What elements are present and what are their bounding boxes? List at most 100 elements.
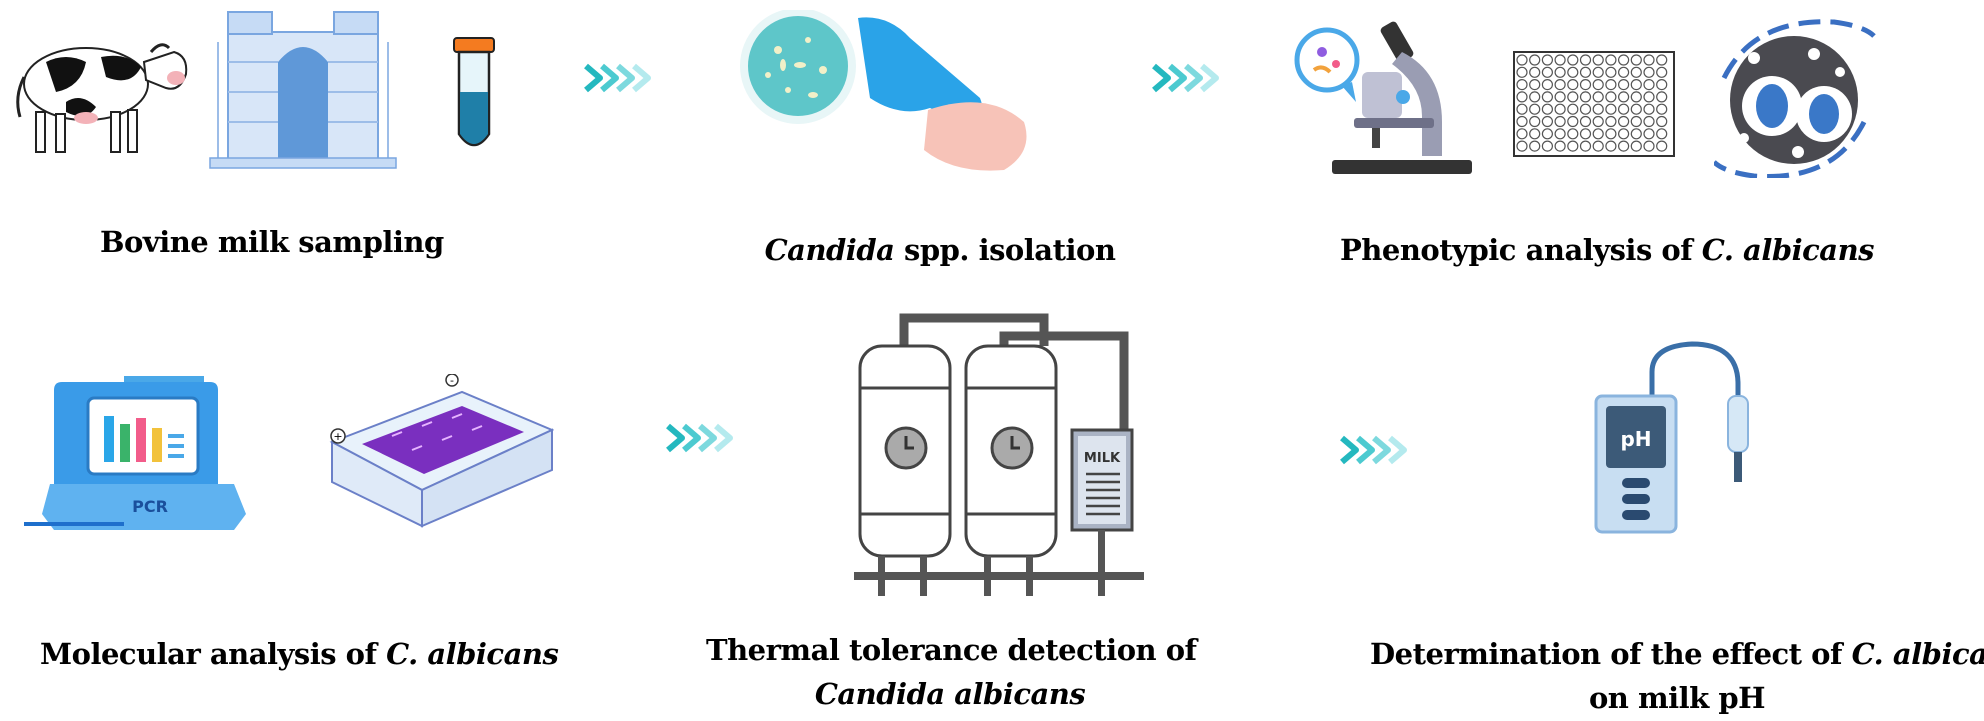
well	[1656, 140, 1668, 152]
well	[1617, 54, 1630, 66]
well	[1617, 115, 1630, 128]
well	[1567, 66, 1579, 78]
well	[1617, 128, 1630, 140]
well	[1567, 103, 1579, 115]
well	[1643, 54, 1655, 66]
well	[1630, 78, 1642, 91]
ph-display-label: pH	[1620, 427, 1651, 451]
well	[1516, 91, 1528, 103]
well	[1592, 78, 1604, 91]
arrow-chevrons-icon	[666, 423, 733, 453]
well	[1592, 115, 1604, 128]
test-tube-icon	[453, 37, 495, 147]
well	[1516, 128, 1528, 140]
well	[1529, 115, 1541, 128]
well	[1643, 78, 1655, 91]
well	[1592, 66, 1604, 78]
well	[1541, 103, 1554, 115]
well	[1554, 128, 1566, 140]
cow-icon	[16, 43, 188, 153]
italic-term: Candida	[764, 233, 895, 267]
gel-electrophoresis-icon: + -	[329, 374, 554, 528]
step-caption-molecular-analysis: Molecular analysis of C. albicans	[40, 637, 559, 671]
well	[1592, 91, 1604, 103]
well	[1579, 128, 1592, 140]
well	[1592, 140, 1604, 152]
well	[1567, 91, 1579, 103]
well	[1643, 115, 1655, 128]
well	[1554, 103, 1566, 115]
well	[1605, 66, 1617, 78]
milk-pasteurizer-tanks-icon: MILK	[854, 313, 1144, 596]
well	[1592, 128, 1604, 140]
well	[1541, 66, 1554, 78]
well	[1630, 66, 1642, 78]
well	[1541, 54, 1554, 66]
well	[1579, 115, 1592, 128]
well	[1529, 140, 1541, 152]
well	[1579, 54, 1592, 66]
step-caption-candida-isolation: Candida spp. isolation	[764, 233, 1116, 267]
well	[1516, 140, 1528, 152]
well	[1592, 54, 1604, 66]
well	[1630, 140, 1642, 152]
well	[1656, 54, 1668, 66]
well	[1643, 128, 1655, 140]
well	[1579, 78, 1592, 91]
petri-dish-hand-icon	[740, 10, 1027, 171]
well	[1605, 103, 1617, 115]
well	[1541, 128, 1554, 140]
microscope-icon	[1294, 21, 1472, 174]
well	[1630, 115, 1642, 128]
svg-text:-: -	[450, 374, 454, 387]
well	[1529, 128, 1541, 140]
well	[1656, 115, 1668, 128]
well	[1579, 140, 1592, 152]
well	[1516, 115, 1528, 128]
well	[1630, 54, 1642, 66]
well	[1656, 66, 1668, 78]
pcr-machine-icon: PCR	[24, 376, 246, 530]
well	[1529, 66, 1541, 78]
well	[1529, 78, 1541, 91]
well	[1605, 54, 1617, 66]
well	[1643, 91, 1655, 103]
well	[1554, 78, 1566, 91]
arrow-chevrons-icon	[584, 63, 651, 93]
well	[1656, 78, 1668, 91]
well	[1541, 78, 1554, 91]
well	[1567, 128, 1579, 140]
ph-meter-icon: pH	[1594, 341, 1749, 534]
well	[1579, 103, 1592, 115]
arrow-chevrons-icon	[1340, 435, 1407, 465]
well	[1630, 103, 1642, 115]
candida-cell-icon	[1714, 19, 1876, 178]
well-plate-icon	[1513, 51, 1675, 157]
well	[1605, 140, 1617, 152]
well	[1617, 66, 1630, 78]
pcr-label: PCR	[132, 497, 168, 516]
well	[1643, 140, 1655, 152]
well	[1579, 91, 1592, 103]
well	[1617, 78, 1630, 91]
svg-text:+: +	[333, 430, 342, 443]
milk-tank-facility-icon	[209, 11, 397, 169]
well	[1554, 140, 1566, 152]
well	[1554, 66, 1566, 78]
well	[1554, 54, 1566, 66]
step-caption-ph-effect: Determination of the effect of C. albica…	[1370, 632, 1984, 720]
well	[1617, 91, 1630, 103]
well	[1617, 140, 1630, 152]
well	[1529, 103, 1541, 115]
well	[1643, 103, 1655, 115]
well	[1516, 103, 1528, 115]
well	[1605, 115, 1617, 128]
italic-term: C. albicans	[1701, 233, 1875, 267]
italic-term: C. albicans	[386, 637, 559, 671]
italic-term: Candida albicans	[814, 677, 1086, 711]
milk-label: MILK	[1084, 451, 1121, 466]
well	[1529, 54, 1541, 66]
well	[1516, 66, 1528, 78]
well	[1516, 54, 1528, 66]
well	[1541, 140, 1554, 152]
